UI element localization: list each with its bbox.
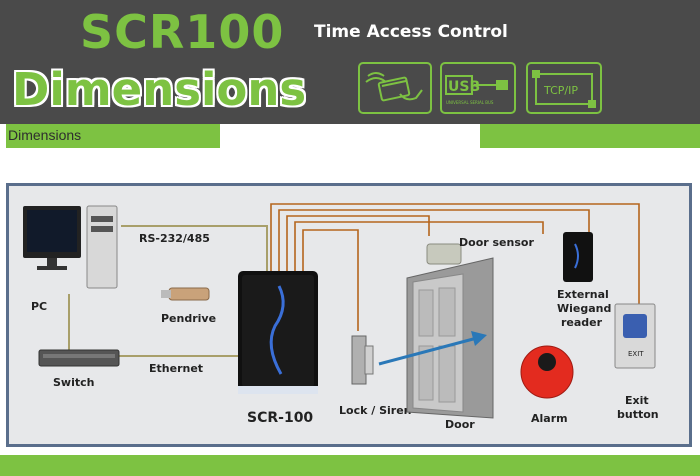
switch-label: Switch bbox=[53, 376, 94, 389]
data-wires bbox=[68, 225, 268, 357]
page-heading: Dimensions bbox=[12, 63, 307, 116]
tcpip-caption: TCP/IP bbox=[543, 84, 578, 97]
exit-label-line1: Exit bbox=[625, 394, 649, 407]
pendrive-icon bbox=[161, 287, 210, 301]
exit-button-icon: EXIT bbox=[614, 303, 656, 369]
arrow-icon bbox=[378, 331, 487, 366]
reader-label-line1: External bbox=[557, 288, 609, 301]
door-icon bbox=[406, 257, 494, 419]
lock-siren-icon bbox=[351, 335, 374, 385]
exit-panel-text: EXIT bbox=[628, 350, 644, 358]
network-icon: TCP/IP bbox=[532, 70, 596, 108]
reader-label-line3: reader bbox=[561, 316, 603, 329]
wiring-diagram: PC RS-232/485 Pendrive Switch Ethernet bbox=[23, 203, 659, 431]
ethernet-label: Ethernet bbox=[149, 362, 203, 375]
usb-badge: USB UNIVERSAL SERIAL BUS bbox=[440, 62, 516, 114]
usb-caption: USB bbox=[448, 79, 480, 95]
card-reader-badge bbox=[358, 62, 432, 114]
header-banner: SCR100 Dimensions Time Access Control US… bbox=[0, 0, 700, 124]
pc-tower bbox=[86, 205, 118, 289]
usb-fine-print: UNIVERSAL SERIAL BUS bbox=[446, 100, 494, 105]
section-tab-bar-right bbox=[480, 124, 700, 148]
rs232-label: RS-232/485 bbox=[139, 232, 210, 245]
alarm-label: Alarm bbox=[531, 412, 568, 425]
usb-icon: USB UNIVERSAL SERIAL BUS bbox=[445, 75, 508, 105]
device-label: SCR-100 bbox=[247, 410, 313, 426]
pendrive-label: Pendrive bbox=[161, 312, 216, 325]
section-tab bbox=[6, 124, 220, 148]
pc-monitor bbox=[23, 206, 81, 270]
exit-label-line2: button bbox=[617, 408, 659, 421]
section-tab-label: Dimensions bbox=[8, 127, 82, 143]
alarm-bell-icon bbox=[520, 345, 574, 399]
wiegand-reader-icon bbox=[563, 232, 593, 282]
model-title: SCR100 bbox=[80, 5, 285, 59]
network-switch bbox=[38, 349, 120, 367]
door-sensor-icon bbox=[426, 243, 462, 265]
wiring-diagram-frame: PC RS-232/485 Pendrive Switch Ethernet bbox=[6, 183, 692, 447]
pc-label: PC bbox=[31, 300, 47, 313]
reader-label-line2: Wiegand bbox=[557, 302, 611, 315]
door-sensor-label: Door sensor bbox=[459, 236, 534, 249]
lock-label: Lock / Siren bbox=[339, 404, 412, 417]
footer-bar bbox=[0, 455, 700, 476]
door-label: Door bbox=[445, 418, 475, 431]
tcpip-badge: TCP/IP bbox=[526, 62, 602, 114]
product-subtitle: Time Access Control bbox=[314, 22, 508, 42]
scr100-device bbox=[238, 271, 318, 394]
card-reader-icon bbox=[365, 72, 423, 102]
